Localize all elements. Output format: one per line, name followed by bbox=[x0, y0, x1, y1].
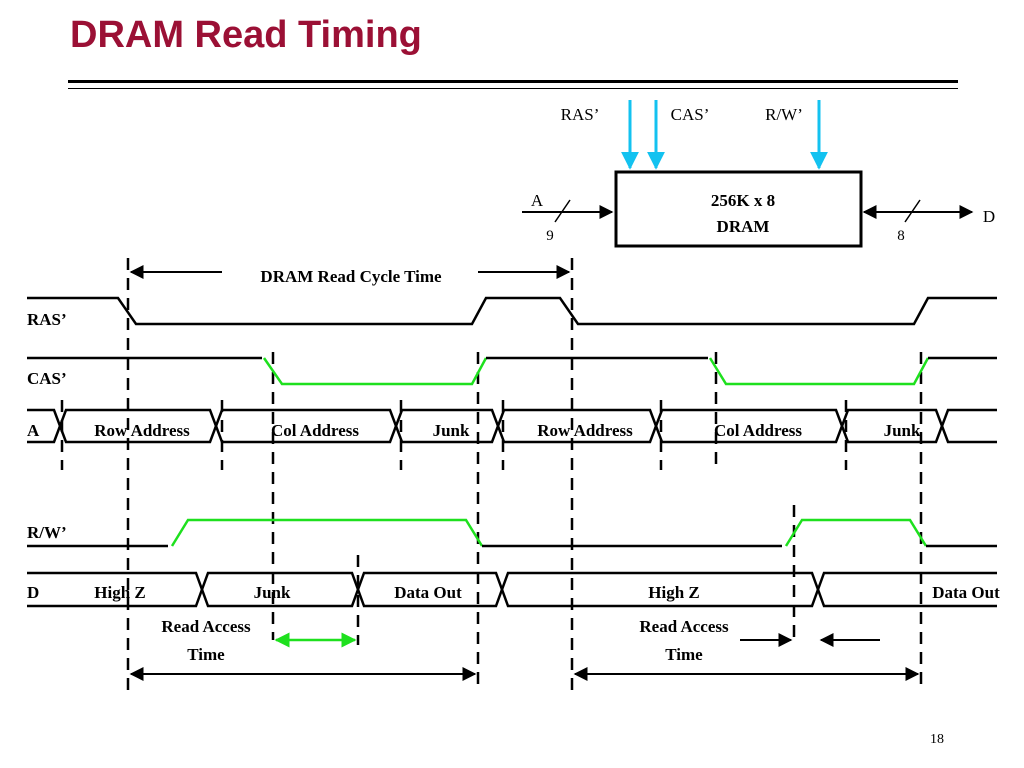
rw-signal-label: R/W’ bbox=[27, 523, 67, 542]
title-rule-thin bbox=[68, 88, 958, 89]
data-bus-label: D bbox=[983, 207, 995, 226]
addr-segment-col-2: Col Address bbox=[714, 421, 802, 440]
cas-signal-label: CAS’ bbox=[27, 369, 67, 388]
data-segment-junk: Junk bbox=[254, 583, 291, 602]
page-title: DRAM Read Timing bbox=[70, 14, 422, 56]
data-bus-width: 8 bbox=[897, 228, 905, 244]
ras-waveform bbox=[27, 296, 997, 326]
cycle-time-annotation: DRAM Read Cycle Time bbox=[129, 265, 571, 286]
title-rule bbox=[68, 80, 958, 83]
addr-segment-row-2: Row Address bbox=[537, 421, 633, 440]
ras-signal-label: RAS’ bbox=[27, 310, 67, 329]
read-access-label-2b: Time bbox=[665, 645, 703, 664]
data-segment-dataout-2: Data Out bbox=[932, 583, 1000, 602]
read-access-label-1b: Time bbox=[187, 645, 225, 664]
addr-segment-junk-2: Junk bbox=[884, 421, 921, 440]
address-signal-label: A bbox=[27, 421, 40, 440]
read-access-label-1a: Read Access bbox=[161, 617, 251, 636]
ras-input-label: RAS’ bbox=[561, 105, 600, 124]
data-waveform bbox=[27, 571, 997, 608]
dram-box bbox=[614, 170, 863, 248]
rw-waveform bbox=[27, 518, 997, 548]
page-number: 18 bbox=[930, 732, 944, 747]
dram-box-label-2: DRAM bbox=[717, 217, 770, 236]
address-bus-slash bbox=[554, 199, 571, 223]
data-segment-dataout-1: Data Out bbox=[394, 583, 462, 602]
data-bus-slash bbox=[904, 199, 921, 223]
data-segment-highz-1: High Z bbox=[94, 583, 146, 602]
cas-waveform bbox=[27, 356, 997, 386]
data-signal-label: D bbox=[27, 583, 39, 602]
dram-block: 256K x 8 DRAM RAS’ CAS’ R/W’ A 9 D 8 bbox=[522, 100, 995, 248]
addr-segment-col-1: Col Address bbox=[271, 421, 359, 440]
address-bus-width: 9 bbox=[546, 228, 554, 244]
read-access-annotation-1: Read Access Time bbox=[129, 617, 477, 681]
dram-box-label-1: 256K x 8 bbox=[711, 191, 775, 210]
addr-segment-junk-1: Junk bbox=[433, 421, 470, 440]
addr-segment-row-1: Row Address bbox=[94, 421, 190, 440]
address-bus-label: A bbox=[531, 191, 544, 210]
address-waveform bbox=[27, 408, 997, 444]
rw-input-label: R/W’ bbox=[765, 105, 803, 124]
data-segment-highz-2: High Z bbox=[648, 583, 700, 602]
cycle-time-label: DRAM Read Cycle Time bbox=[260, 267, 442, 286]
cas-input-label: CAS’ bbox=[671, 105, 710, 124]
read-access-annotation-2: Read Access Time bbox=[573, 617, 920, 681]
read-access-label-2a: Read Access bbox=[639, 617, 729, 636]
